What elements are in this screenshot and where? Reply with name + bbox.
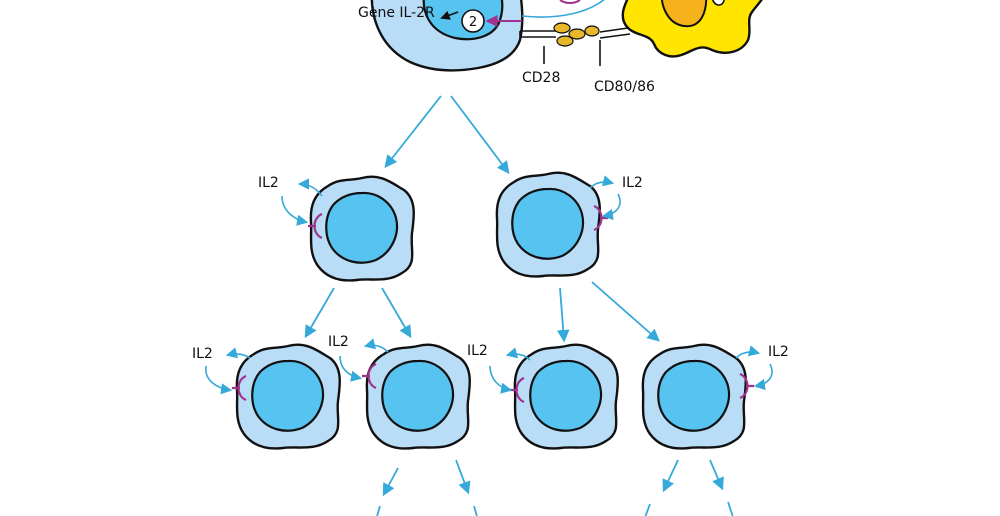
il2-label-l1-right: IL2: [622, 175, 643, 191]
activated-t-cell: [370, 0, 524, 72]
division-arrows-level-3: [376, 459, 734, 516]
cd80-86-label: CD80/86: [594, 79, 655, 95]
step-2-marker: 2: [461, 9, 485, 33]
il2-binding-arrow: [339, 355, 363, 382]
antigen-presenting-cell: [621, 0, 763, 58]
costimulation-link: [519, 22, 631, 66]
top-receptor-hint: [559, 0, 581, 4]
gene-pointer-arrow: [440, 10, 459, 20]
il2-secretion-arrow: [297, 178, 323, 197]
il2-binding-arrow: [281, 195, 309, 226]
gene-il2r-label: Gène IL-2R: [358, 5, 435, 21]
il2-secretion-arrow: [735, 345, 761, 359]
t-cell-level1-right: [495, 171, 610, 278]
il2-binding-arrow: [753, 363, 773, 391]
il2-secretion-arrow: [505, 347, 531, 361]
il2-binding-arrow: [601, 193, 621, 221]
il2-binding-arrow: [205, 365, 233, 395]
il2-label-l2-3: IL2: [467, 343, 488, 359]
il2-secretion-arrow: [363, 338, 389, 353]
il2-secretion-arrow: [225, 347, 251, 359]
t-cell-level2-4: [641, 343, 756, 450]
t-cell-level2-2: [360, 343, 471, 450]
il2-label-l2-1: IL2: [192, 346, 213, 362]
cd28-label: CD28: [522, 70, 560, 86]
il2-secretion-arrow: [589, 175, 615, 189]
t-cell-level2-1: [230, 343, 341, 450]
il2-label-l2-4: IL2: [768, 344, 789, 360]
svg-text:2: 2: [469, 15, 477, 30]
t-cell-level1-left: [306, 175, 415, 282]
il2-label-l1-left: IL2: [258, 175, 279, 191]
top-signal-curve: [521, 0, 605, 18]
t-cell-level2-3: [508, 343, 619, 450]
division-arrows-level-1: [384, 95, 510, 175]
division-arrows-level-2: [304, 281, 660, 343]
svg-text:Gène IL-2R: Gène IL-2R: [358, 5, 435, 21]
il2-label-l2-2: IL2: [328, 334, 349, 350]
il2-binding-arrow: [489, 365, 513, 394]
